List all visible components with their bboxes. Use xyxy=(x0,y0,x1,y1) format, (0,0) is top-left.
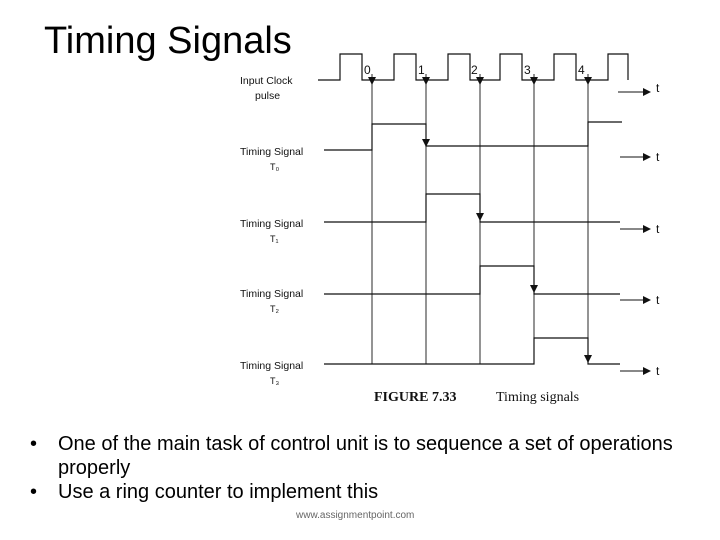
signal-label-t3: Timing Signal xyxy=(240,360,303,372)
signal-sub-clock: pulse xyxy=(255,90,280,102)
clock-tick-4: 4 xyxy=(578,63,585,77)
signal-label-t0: Timing Signal xyxy=(240,146,303,158)
t3-t-label: t xyxy=(656,364,660,378)
footer-url: www.assignmentpoint.com xyxy=(296,510,415,521)
bullet-item: • Use a ring counter to implement this xyxy=(28,480,708,504)
clock-tick-1: 1 xyxy=(418,63,425,77)
slide-title: Timing Signals xyxy=(44,20,292,62)
signal-sub-t1: T₁ xyxy=(270,234,279,244)
bullet-dot-icon: • xyxy=(30,433,38,455)
t2-t-label: t xyxy=(656,293,660,307)
t1-waveform xyxy=(324,193,620,223)
t0-waveform xyxy=(324,121,622,151)
figure-caption-number: FIGURE 7.33 xyxy=(374,390,456,405)
bullet-list: • One of the main task of control unit is… xyxy=(28,432,708,504)
clock-waveform xyxy=(318,53,629,81)
clock-tick-3: 3 xyxy=(524,63,531,77)
bullet-text: One of the main task of control unit is … xyxy=(58,433,673,479)
clock-tick-0: 0 xyxy=(364,63,371,77)
clock-tick-2: 2 xyxy=(471,63,478,77)
signal-sub-t0: T₀ xyxy=(270,162,279,172)
bullet-dot-icon: • xyxy=(30,481,38,503)
bullet-item: • One of the main task of control unit is… xyxy=(28,432,708,480)
signal-label-t2: Timing Signal xyxy=(240,288,303,300)
t3-waveform xyxy=(324,337,620,365)
signal-sub-t2: T₂ xyxy=(270,304,279,314)
figure-caption-text: Timing signals xyxy=(496,390,579,405)
bullet-text: Use a ring counter to implement this xyxy=(58,481,379,503)
timing-diagram: Input Clock pulse Timing Signal T₀ Timin… xyxy=(230,44,670,414)
signal-sub-t3: T₃ xyxy=(270,376,279,386)
signal-label-t1: Timing Signal xyxy=(240,218,303,230)
signal-label-clock: Input Clock xyxy=(240,75,293,87)
t0-t-label: t xyxy=(656,150,660,164)
t1-t-label: t xyxy=(656,222,660,236)
t2-waveform xyxy=(324,265,620,295)
clock-t-label: t xyxy=(656,81,660,95)
